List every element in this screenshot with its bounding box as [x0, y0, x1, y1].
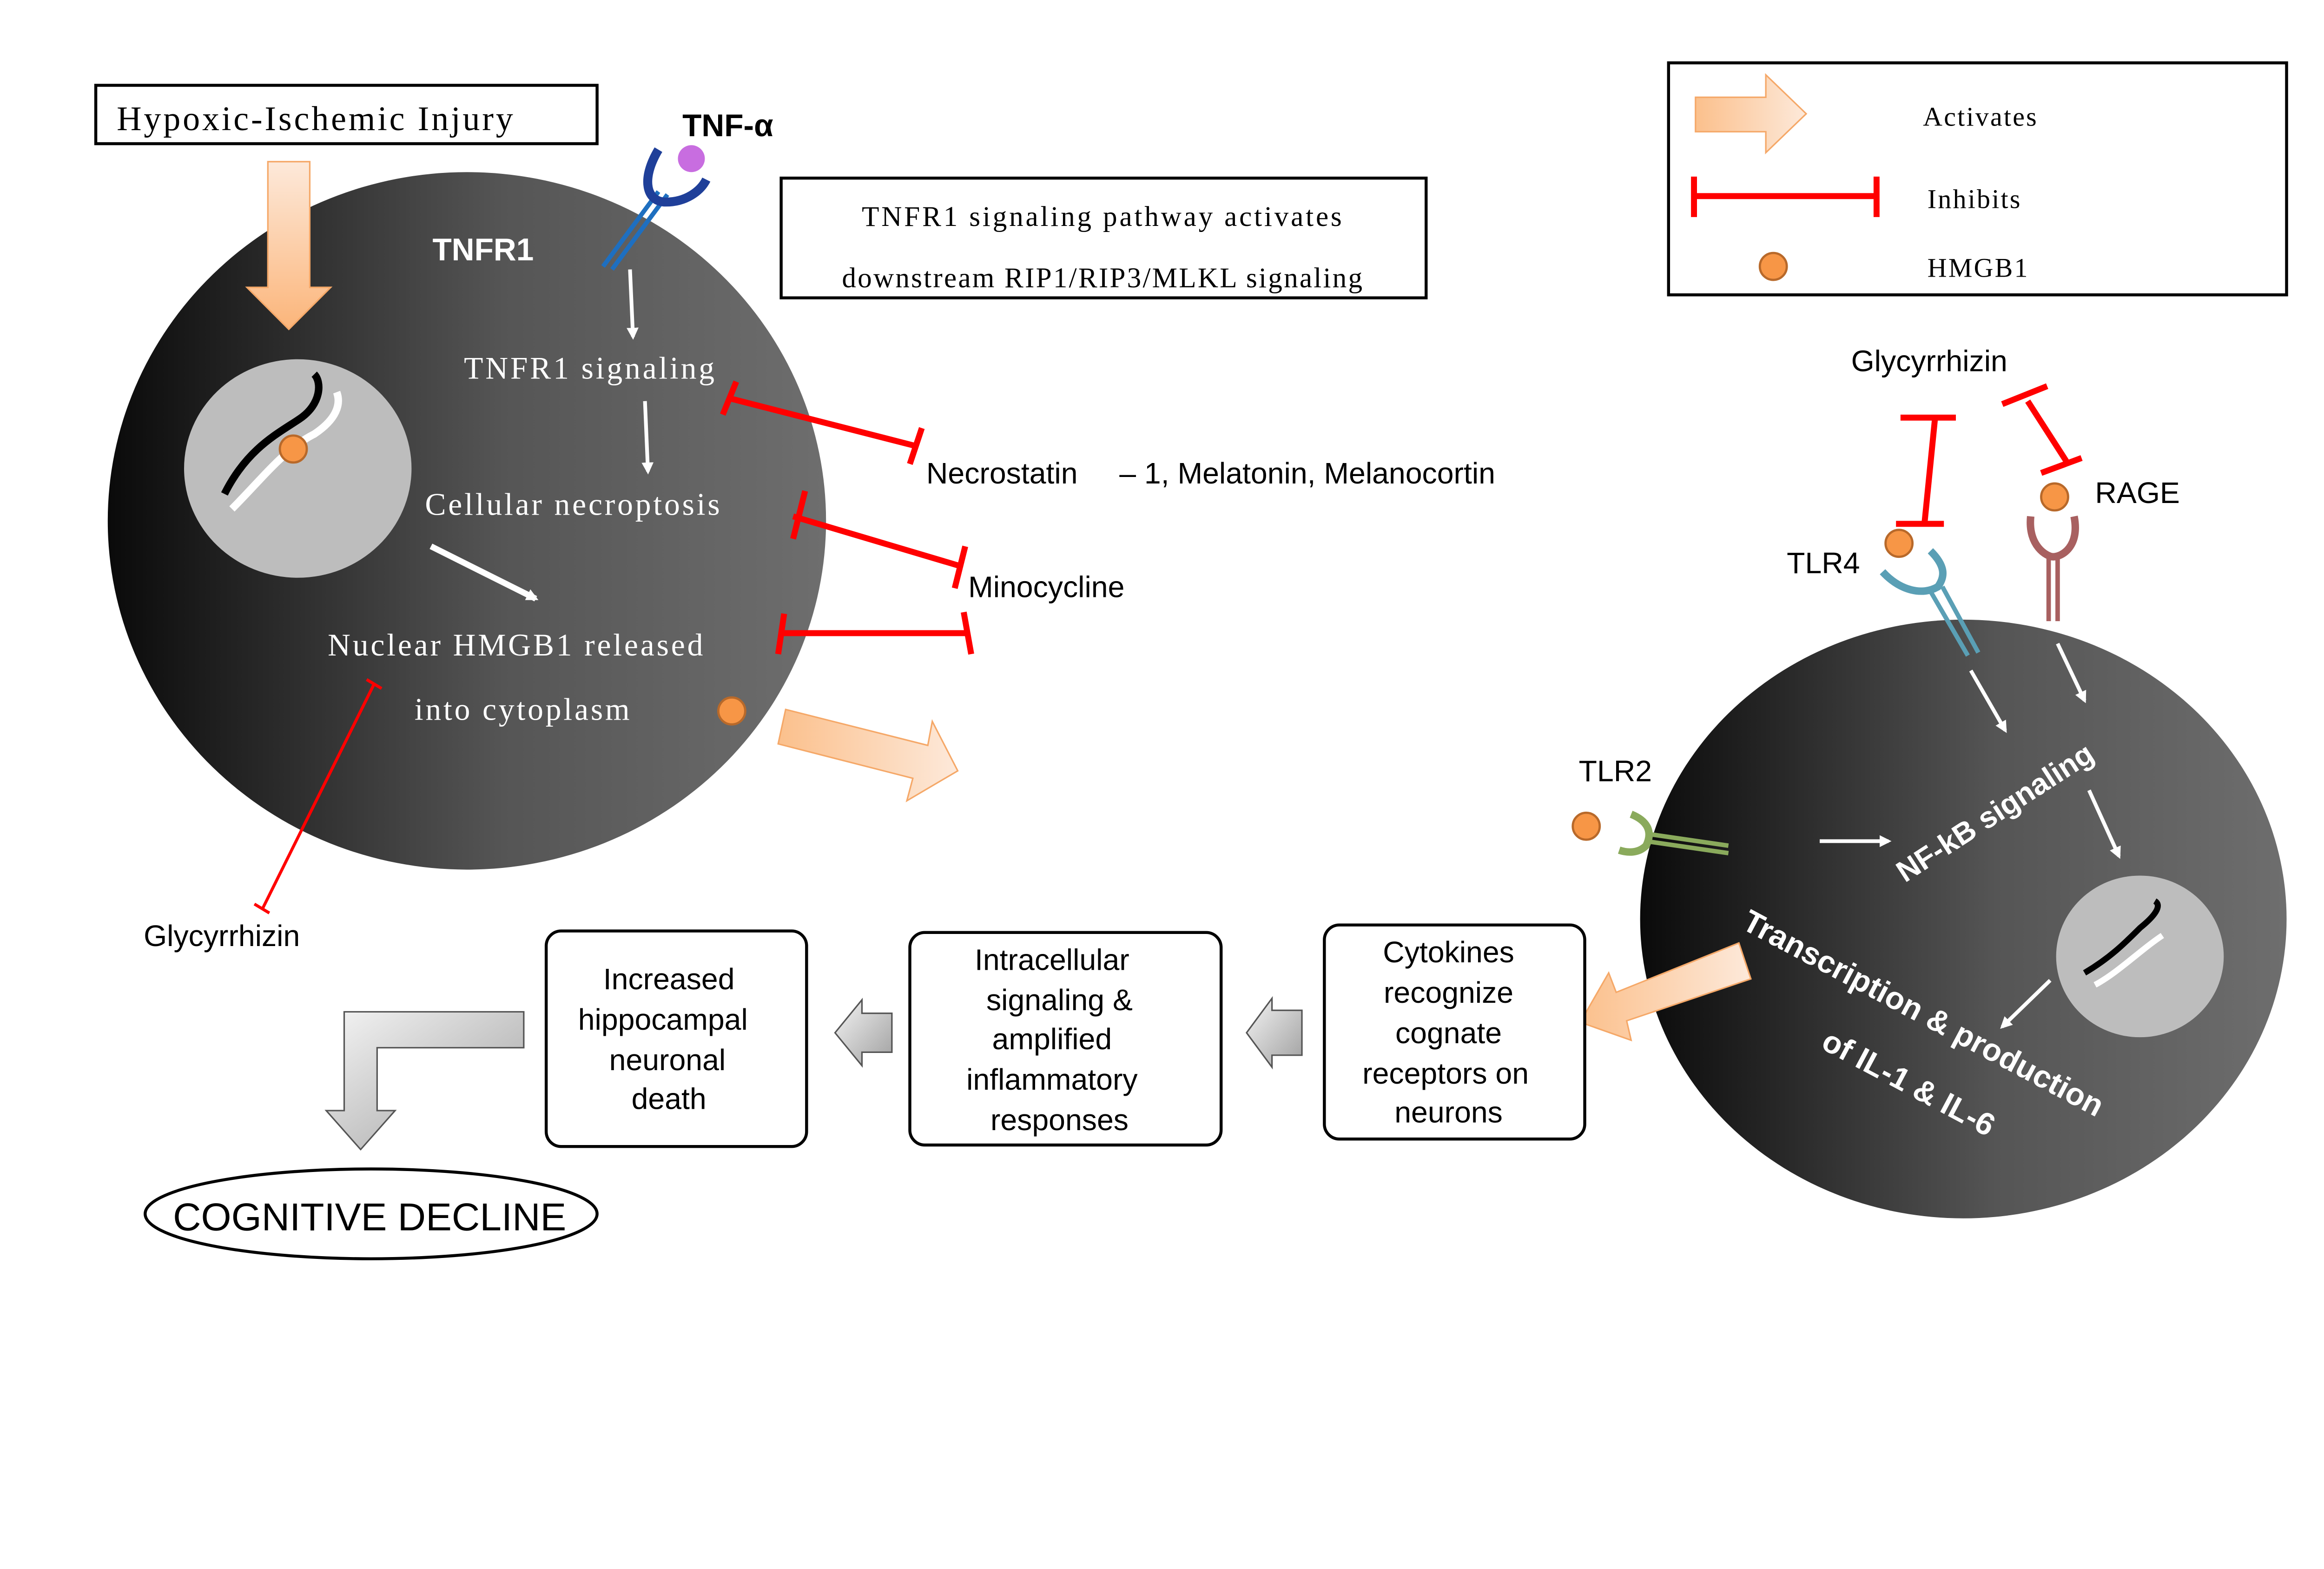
rage-label: RAGE — [2095, 476, 2179, 510]
legend-inhibits: Inhibits — [1928, 184, 2022, 214]
tnfr1-label: TNFR1 — [432, 232, 534, 267]
grey-arrow-icon — [834, 998, 893, 1068]
rage-receptor-icon — [2027, 516, 2079, 622]
tlr4-label: TLR4 — [1787, 546, 1860, 580]
right-neuron-cell: NF-kB signaling Transcription & producti… — [1640, 619, 2287, 1218]
flow-box-cytokines: Cytokines recognize cognate receptors on… — [1323, 923, 1586, 1141]
activate-arrow-icon — [1695, 73, 1808, 155]
outcome-cognitive-decline: COGNITIVE DECLINE — [173, 1195, 566, 1238]
hmgb1-icon — [2040, 482, 2069, 512]
inhibitor-minocycline: Minocycline — [968, 570, 1124, 604]
inhibitor-melatonin-melanocortin: – 1, Melatonin, Melanocortin — [1119, 457, 1495, 490]
tnf-alpha-label: TNF-α — [682, 108, 773, 143]
svg-text:Intracellular: Intracellular — [975, 943, 1129, 976]
svg-text:recognize: recognize — [1384, 976, 1513, 1009]
svg-text:death: death — [632, 1082, 706, 1116]
svg-text:hippocampal: hippocampal — [578, 1003, 748, 1036]
tlr2-receptor-icon — [1618, 810, 1729, 856]
svg-text:cognate: cognate — [1395, 1016, 1502, 1050]
svg-text:neuronal: neuronal — [609, 1043, 726, 1077]
step-hmgb1-released: Nuclear HMGB1 released — [328, 628, 705, 662]
svg-text:Cytokines: Cytokines — [1383, 935, 1514, 969]
injury-box — [94, 84, 599, 146]
outcome-ellipse — [144, 1167, 599, 1260]
svg-text:receptors on: receptors on — [1362, 1057, 1529, 1090]
activate-arrow-icon — [777, 708, 959, 802]
white-arrow-icon — [641, 401, 654, 475]
dna-icon — [2083, 898, 2164, 988]
svg-text:signaling &: signaling & — [986, 983, 1133, 1017]
white-arrow-icon — [1969, 669, 2007, 733]
grey-bent-arrow-icon — [324, 1011, 525, 1151]
tnf-alpha-ligand-icon — [678, 145, 705, 172]
step-cellular-necroptosis: Cellular necroptosis — [425, 487, 722, 522]
inhibit-bar-icon — [253, 380, 974, 914]
svg-text:Increased: Increased — [603, 962, 735, 996]
pathway-note-line1: TNFR1 signaling pathway activates — [862, 201, 1344, 232]
inhibit-bar-icon — [1691, 176, 1880, 217]
tlr4-receptor-icon — [1880, 548, 1981, 657]
hmgb1-icon — [1758, 252, 1788, 281]
white-arrow-icon — [2087, 789, 2121, 859]
inhibitor-glycyrrhizin-right: Glycyrrhizin — [1851, 344, 2007, 377]
step-tnfr1-signaling: TNFR1 signaling — [464, 351, 717, 386]
grey-arrow-icon — [1245, 996, 1303, 1070]
white-arrow-icon — [627, 269, 639, 340]
tnfr1-receptor-icon — [601, 145, 711, 271]
hmgb1-icon — [1884, 529, 1914, 558]
activate-arrow-icon — [1579, 942, 1752, 1042]
hmgb1-icon — [717, 696, 746, 726]
hmgb1-pathway-diagram: Activates Inhibits HMGB1 TNFR1 TNFR1 sig… — [94, 61, 2288, 1260]
svg-text:amplified: amplified — [992, 1022, 1112, 1056]
flow-box-neuronal-death: Increased hippocampal neuronal death — [544, 929, 808, 1148]
legend-hmgb1: HMGB1 — [1928, 253, 2029, 283]
nucleus — [2056, 875, 2224, 1038]
nucleus — [184, 359, 412, 578]
pathway-note-line2: downstream RIP1/RIP3/MLKL signaling — [842, 262, 1364, 294]
white-arrow-icon — [2056, 642, 2086, 703]
dna-icon — [221, 371, 342, 512]
inhibitor-glycyrrhizin-left: Glycyrrhizin — [144, 919, 300, 953]
hmgb1-icon — [1571, 811, 1601, 841]
left-neuron-cell: TNFR1 TNFR1 signaling Cellular necroptos… — [107, 172, 826, 870]
inhibitor-necrostatin: Necrostatin — [926, 457, 1078, 490]
legend-activates: Activates — [1923, 101, 2038, 132]
activate-arrow-icon — [245, 161, 333, 331]
legend: Activates Inhibits HMGB1 — [1667, 61, 2288, 297]
pathway-note-box — [779, 176, 1428, 299]
injury-label: Hypoxic-Ischemic Injury — [117, 100, 515, 138]
svg-text:neurons: neurons — [1394, 1096, 1503, 1129]
white-arrow-icon — [2000, 979, 2052, 1029]
svg-text:responses: responses — [990, 1103, 1129, 1137]
inhibit-bar-icon — [1896, 383, 2083, 527]
white-arrow-icon — [429, 543, 539, 602]
svg-text:inflammatory: inflammatory — [966, 1063, 1138, 1096]
tlr2-label: TLR2 — [1579, 755, 1652, 788]
flow-box-intracellular: Intracellular signaling & amplified infl… — [908, 931, 1223, 1147]
hmgb1-icon — [278, 434, 308, 464]
step-into-cytoplasm: into cytoplasm — [415, 692, 632, 727]
